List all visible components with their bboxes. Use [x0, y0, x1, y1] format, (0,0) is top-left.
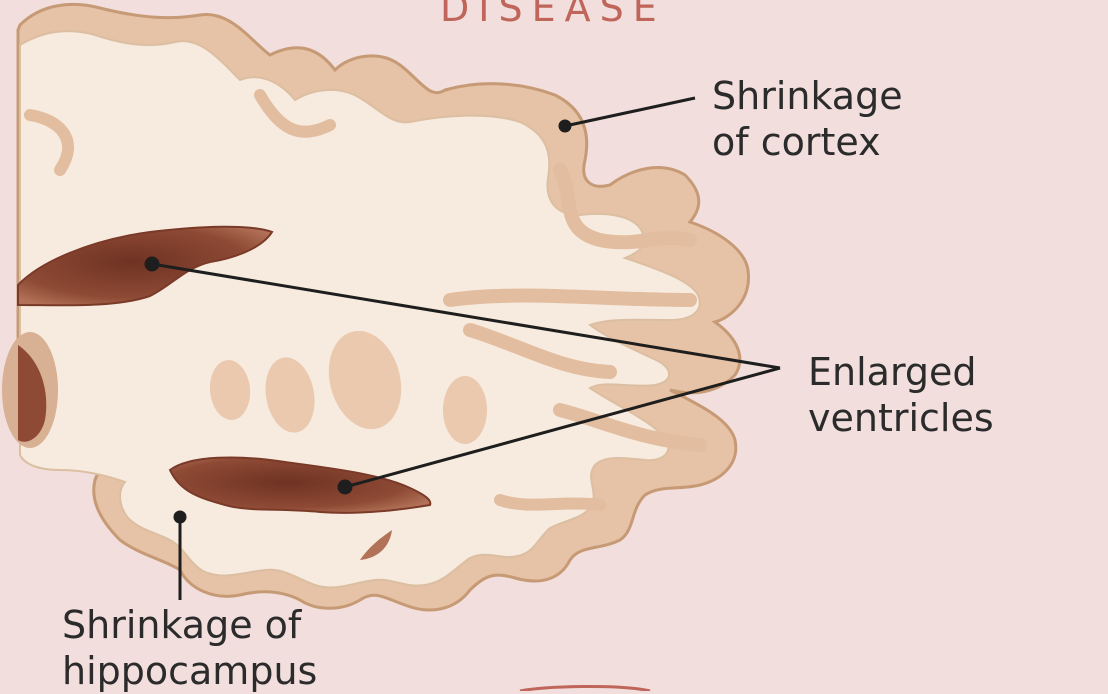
leader-dot-cortex [560, 121, 570, 131]
label-hippocampus-line2: hippocampus [62, 649, 317, 694]
leader-dot-ventricle-upper [146, 258, 158, 270]
label-hippocampus-line1: Shrinkage of [62, 603, 317, 649]
label-enlarged-ventricles: Enlarged ventricles [808, 350, 994, 441]
label-shrinkage-of-cortex: Shrinkage of cortex [712, 74, 903, 165]
leader-dot-hippocampus [175, 512, 185, 522]
label-cortex-line2: of cortex [712, 120, 903, 166]
deep-structure-5 [443, 376, 487, 444]
gyrus-fold-2 [450, 296, 690, 300]
label-cortex-line1: Shrinkage [712, 74, 903, 120]
label-ventricles-line1: Enlarged [808, 350, 994, 396]
diagram-title: DISEASE [440, 0, 666, 30]
gyrus-fold-5 [500, 500, 600, 505]
leader-dot-ventricle-lower [339, 481, 351, 493]
label-shrinkage-of-hippocampus: Shrinkage of hippocampus [62, 603, 317, 694]
label-ventricles-line2: ventricles [808, 396, 994, 442]
